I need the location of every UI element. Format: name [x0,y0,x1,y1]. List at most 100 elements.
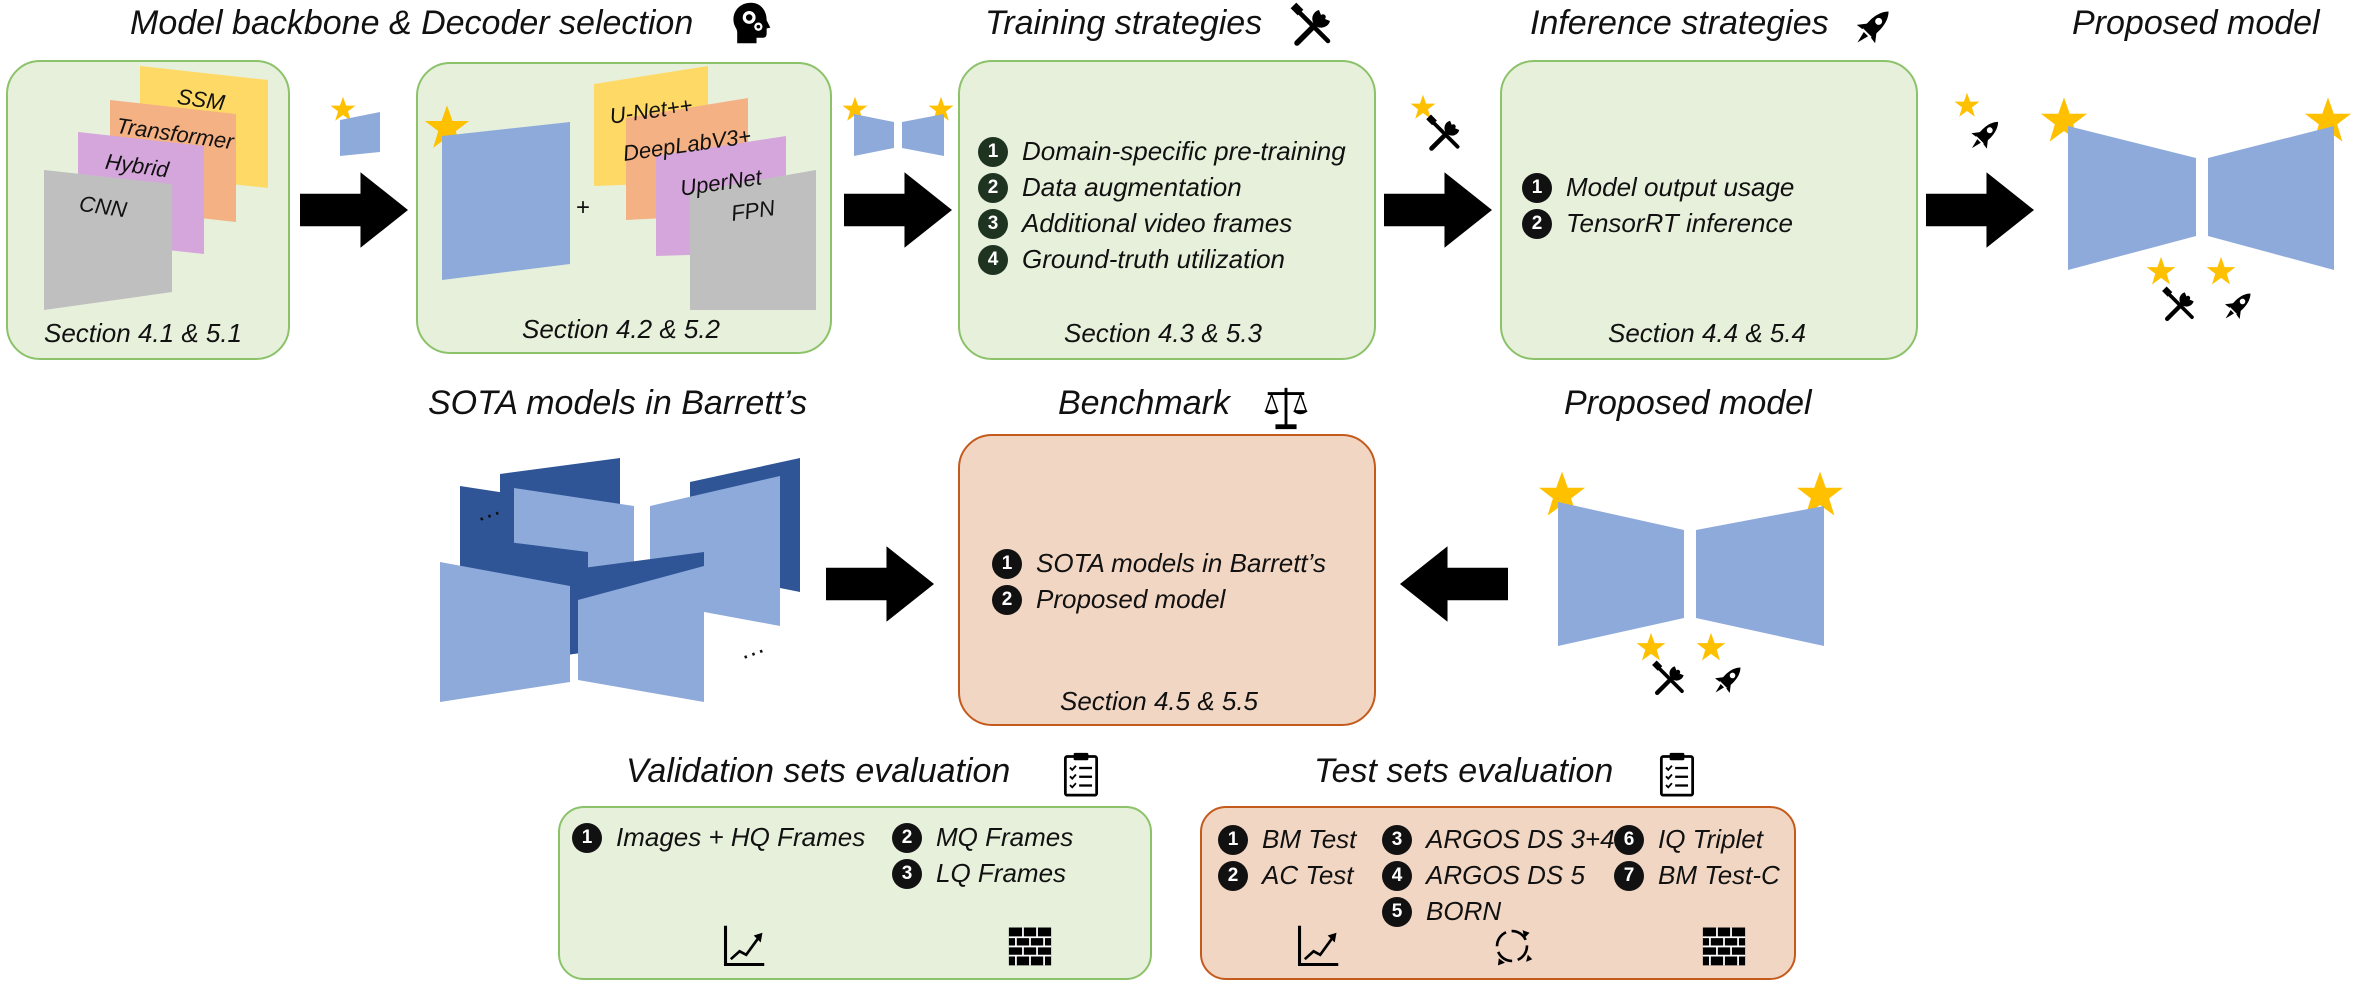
number-badge: 1 [992,548,1022,579]
tools-icon [1424,114,1466,156]
test-item-4: 4 ARGOS DS 5 [1382,860,1585,891]
head-gears-icon [733,2,771,44]
proposed-heading-top: Proposed model [2072,4,2320,42]
number-badge: 2 [978,172,1008,203]
test-item-label: AC Test [1262,860,1354,890]
training-item-4: 4 Ground-truth utilization [978,244,1285,275]
training-item-3: 3 Additional video frames [978,208,1292,239]
benchmark-section: Section 4.5 & 5.5 [1060,686,1259,716]
clipboard-icon [1659,751,1695,797]
proposed-model-shape-top [2068,126,2334,270]
rocket-icon [2218,286,2258,326]
test-item-label: BM Test [1262,824,1357,854]
number-badge: 1 [1522,172,1552,203]
cycle-icon [1495,928,1534,967]
test-item-3: 3 ARGOS DS 3+4 [1382,824,1615,855]
model-mini-shape [854,114,944,156]
benchmark-item-1: 1 SOTA models in Barrett’s [992,548,1326,579]
scale-icon [1262,386,1310,431]
training-box [958,60,1376,360]
test-item-6: 6 IQ Triplet [1614,824,1763,855]
test-item-label: BM Test-C [1658,860,1780,890]
inference-section: Section 4.4 & 5.4 [1608,318,1807,348]
rocket-icon [1848,2,1898,52]
training-item-label: Data augmentation [1022,172,1242,202]
validation-item-1: 1 Images + HQ Frames [572,822,865,853]
validation-box [558,806,1152,980]
tools-icon [1650,660,1690,700]
arrow-icon [300,172,408,248]
plus-sign: + [576,194,591,221]
test-item-label: ARGOS DS 5 [1426,860,1585,890]
sota-heading: SOTA models in Barrett’s [428,384,808,422]
proposed-model-shape-middle [1558,502,1824,646]
inference-heading: Inference strategies [1530,4,1829,42]
validation-item-2: 2 MQ Frames [892,822,1073,853]
arrow-icon [1400,546,1508,622]
number-badge: 6 [1614,824,1644,855]
number-badge: 4 [1382,860,1412,891]
number-badge: 2 [1522,208,1552,239]
number-badge: 4 [978,244,1008,275]
backbone-layer-stack: SSM Transformer Hybrid CNN [44,66,268,310]
arrow-icon [1384,172,1492,248]
number-badge: 2 [992,584,1022,615]
benchmark-item-label: SOTA models in Barrett’s [1036,548,1326,578]
validation-heading: Validation sets evaluation [626,752,1011,790]
trend-chart-icon [1297,924,1340,967]
benchmark-item-2: 2 Proposed model [992,584,1225,615]
training-item-label: Additional video frames [1022,208,1293,238]
training-item-label: Domain-specific pre-training [1022,136,1346,166]
star-icon [2146,256,2176,285]
training-heading: Training strategies [985,4,1263,42]
benchmark-item-label: Proposed model [1036,584,1226,614]
validation-item-label: LQ Frames [936,858,1067,888]
test-item-7: 7 BM Test-C [1614,860,1780,891]
validation-item-label: Images + HQ Frames [616,822,866,852]
inference-item-1: 1 Model output usage [1522,172,1794,203]
validation-item-label: MQ Frames [936,822,1074,852]
rocket-icon [1708,660,1748,700]
number-badge: 2 [1218,860,1248,891]
brick-wall-icon [1007,926,1053,967]
number-badge: 2 [892,822,922,853]
benchmark-heading: Benchmark [1058,384,1230,422]
validation-item-3: 3 LQ Frames [892,858,1066,889]
test-item-2: 2 AC Test [1218,860,1354,891]
test-item-1: 1 BM Test [1218,824,1356,855]
sota-models-cluster [440,458,800,702]
decoder-section: Section 4.2 & 5.2 [522,314,721,344]
training-item-label: Ground-truth utilization [1022,244,1286,274]
star-icon [1636,632,1666,661]
arrow-icon [826,546,934,622]
number-badge: 3 [1382,824,1412,855]
inference-box [1500,60,1918,360]
arrow-icon [844,172,952,248]
number-badge: 3 [978,208,1008,239]
training-item-2: 2 Data augmentation [978,172,1242,203]
arrow-icon [1926,172,2034,248]
number-badge: 1 [978,136,1008,167]
number-badge: 7 [1614,860,1644,891]
rocket-icon [1964,114,2006,156]
star-icon [2206,256,2236,285]
training-item-1: 1 Domain-specific pre-training [978,136,1346,167]
number-badge: 1 [1218,824,1248,855]
brick-wall-icon [1701,926,1747,967]
test-item-label: BORN [1426,896,1502,926]
number-badge: 5 [1382,896,1412,927]
trend-chart-icon [723,924,766,967]
test-item-label: ARGOS DS 3+4 [1426,824,1615,854]
tools-icon [2160,286,2200,326]
backbone-section: Section 4.1 & 5.1 [44,318,243,348]
benchmark-box [958,434,1376,726]
number-badge: 3 [892,858,922,889]
test-item-5: 5 BORN [1382,896,1501,927]
inference-item-label: Model output usage [1566,172,1795,202]
proposed-heading-middle: Proposed model [1564,384,1812,422]
encoder-shape [442,122,570,280]
training-section: Section 4.3 & 5.3 [1064,318,1263,348]
test-item-label: IQ Triplet [1658,824,1763,854]
number-badge: 1 [572,822,602,853]
